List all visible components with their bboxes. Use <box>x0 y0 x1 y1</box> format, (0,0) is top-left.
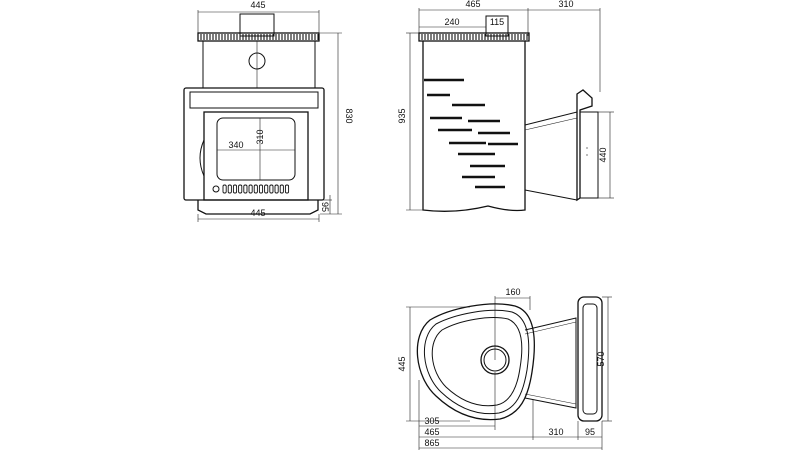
front-dim-glass-height: 310 <box>255 129 265 144</box>
grill-slot <box>253 184 258 194</box>
plan-dim-depth: 445 <box>397 356 407 371</box>
front-ash-grill <box>222 184 290 194</box>
grill-slot <box>258 184 264 194</box>
plan-dim-chimney-offset: 160 <box>505 287 520 297</box>
front-dim-top-width: 445 <box>250 0 265 10</box>
grill-slot <box>264 184 269 194</box>
side-dim-chimney: 115 <box>490 17 504 27</box>
plan-dim-310: 310 <box>548 427 563 437</box>
front-dim-height: 830 <box>344 108 354 123</box>
side-dim-tunnel-height: 440 <box>598 147 608 162</box>
plan-body-outline <box>416 303 535 421</box>
side-dim-tunnel: 310 <box>558 0 573 9</box>
front-lid-ticks <box>200 34 319 40</box>
plan-dim-panel: 570 <box>596 351 606 366</box>
side-dim-height: 935 <box>397 108 407 123</box>
front-dim-bottom-width: 445 <box>250 208 265 218</box>
plan-dim-465: 465 <box>424 427 439 437</box>
plan-dim-total: 865 <box>424 438 439 448</box>
front-dim-glass-width: 340 <box>228 140 243 150</box>
plan-dim-305: 305 <box>424 416 439 426</box>
side-view: 465 310 240 115 440 935 <box>397 0 614 212</box>
side-dim-offset: 240 <box>444 17 459 27</box>
grill-slot <box>238 184 243 194</box>
grill-slot <box>279 184 284 194</box>
plan-view: 160 445 570 305 465 310 95 <box>397 287 612 450</box>
side-lid-ticks <box>421 34 528 40</box>
front-dim-leg: 95 <box>320 202 330 212</box>
grill-slot <box>222 184 227 194</box>
grill-slot <box>274 184 279 194</box>
grill-slot <box>232 184 238 194</box>
front-view: 445 340 310 445 830 <box>183 0 354 222</box>
front-glass <box>216 117 296 181</box>
grill-slot <box>227 184 232 194</box>
grill-slot <box>269 184 274 194</box>
side-vent-slots <box>424 78 518 189</box>
grill-slot <box>284 184 290 194</box>
grill-slot <box>248 184 253 194</box>
side-dim-body-width: 465 <box>465 0 480 9</box>
grill-slot <box>243 184 248 194</box>
plan-dim-95: 95 <box>585 427 595 437</box>
